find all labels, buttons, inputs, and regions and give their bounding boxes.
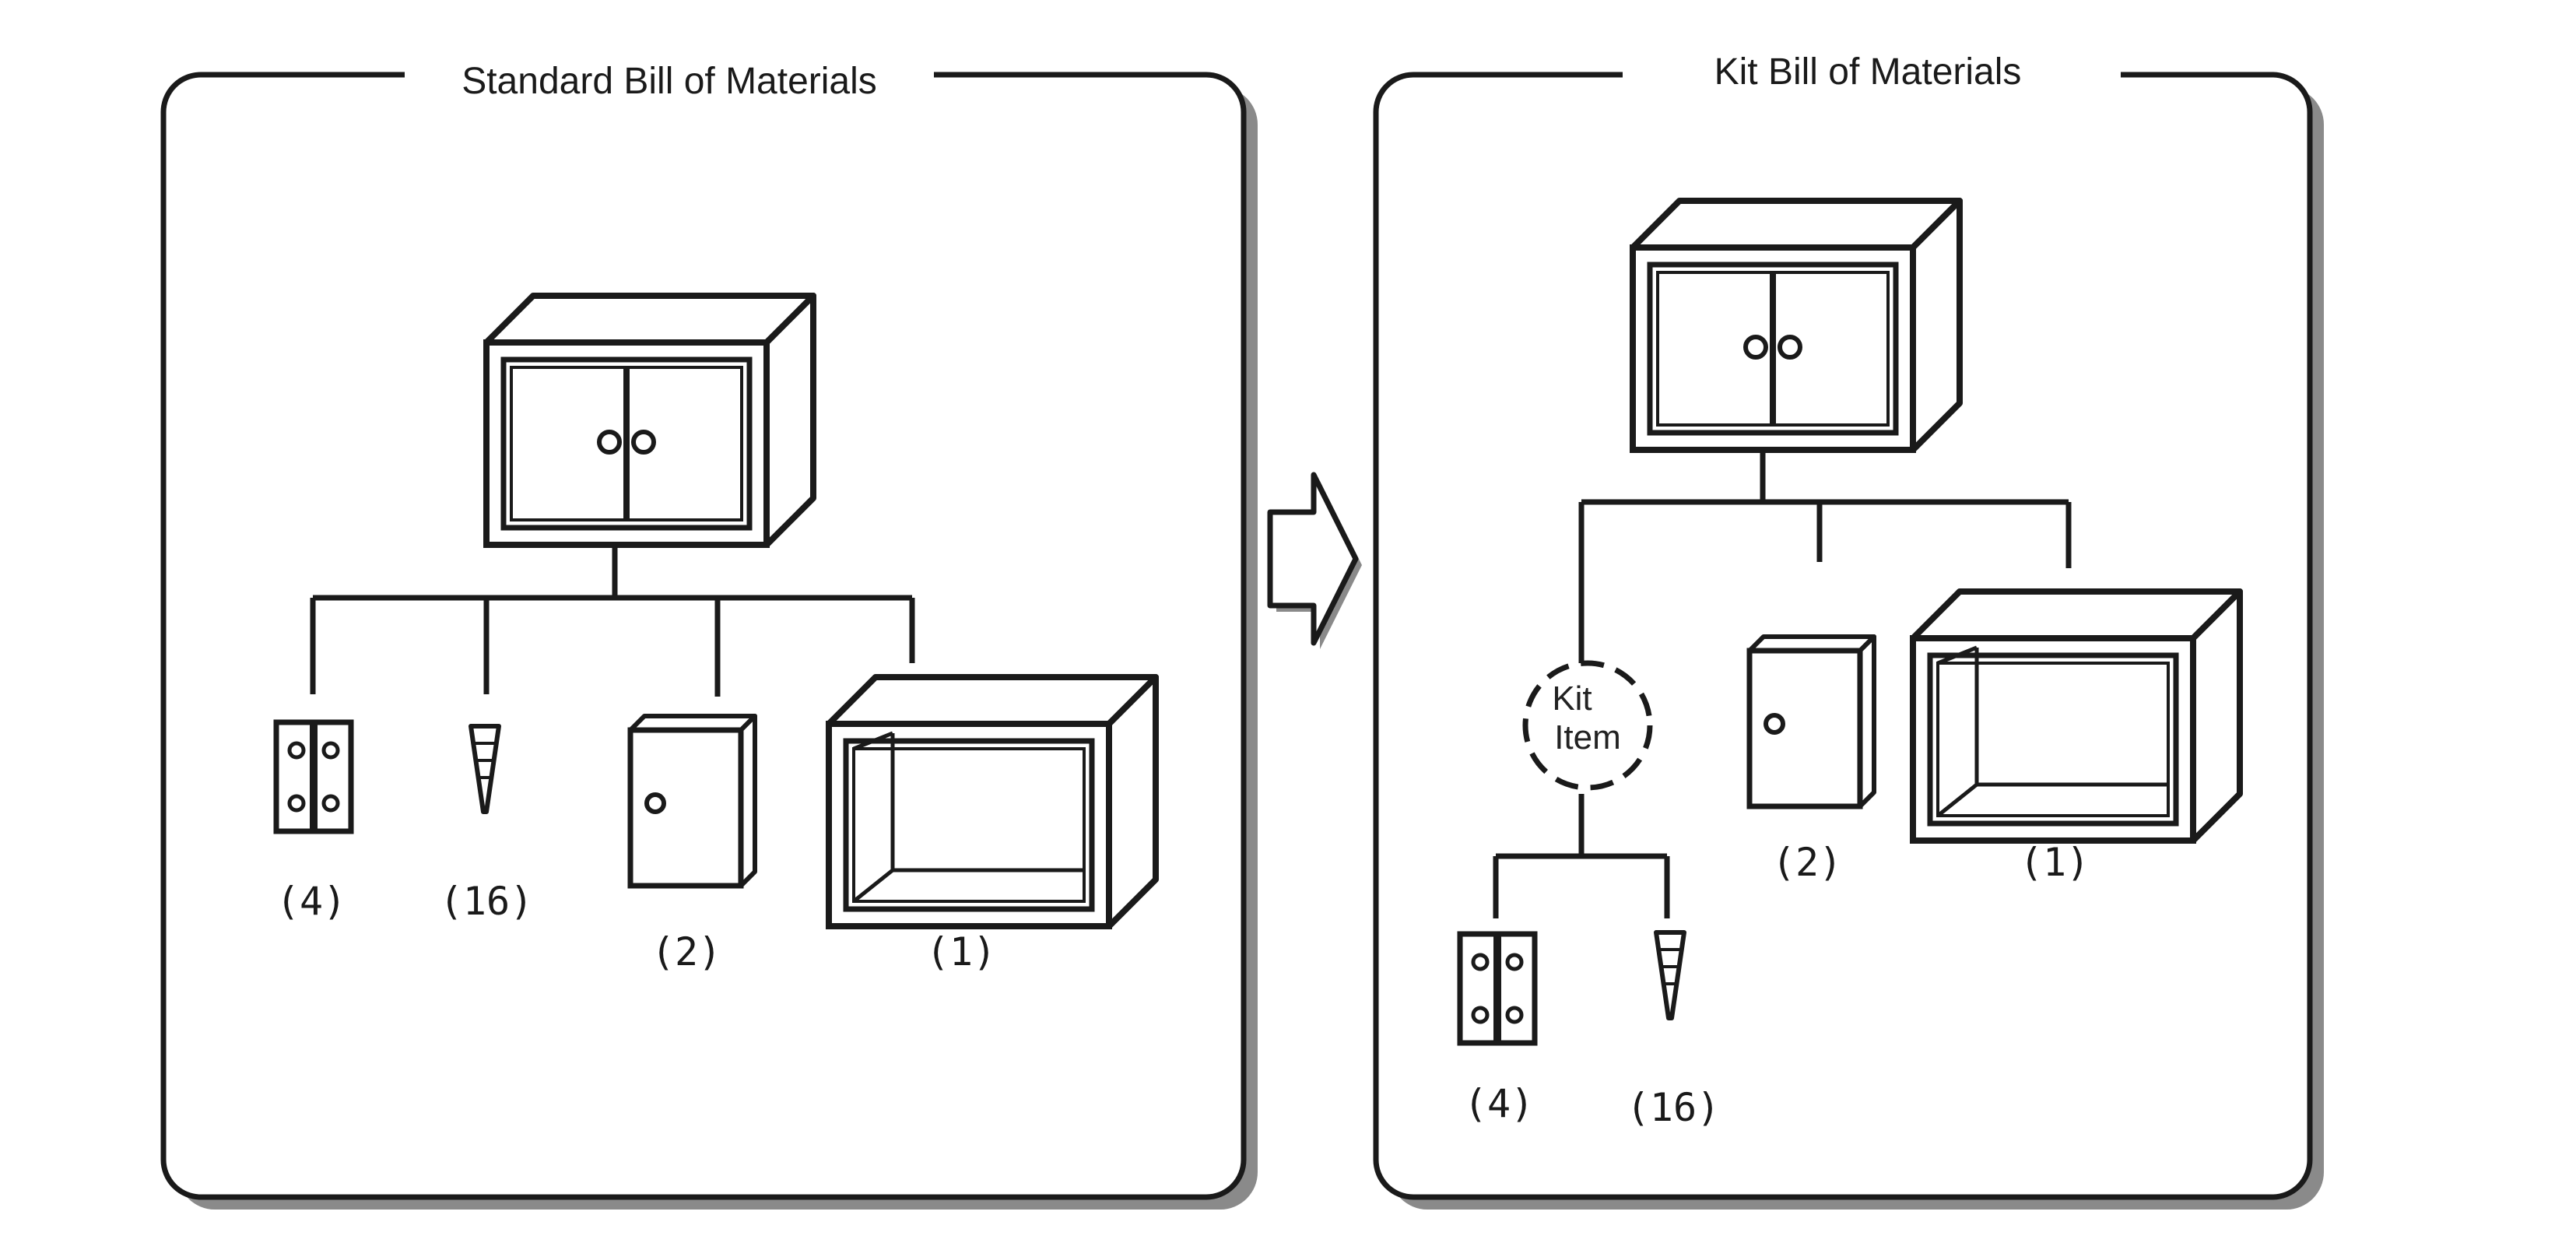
kit-bom-panel: Kit Bill of Materials Kit Item (4) (16) …: [1373, 45, 2324, 1210]
frame-qty: (1): [926, 929, 996, 974]
kit-item-node: Kit Item: [1522, 660, 1653, 791]
transform-arrow-icon: [1267, 472, 1362, 649]
hinge-icon: [1460, 934, 1535, 1043]
bom-tree-lines: [1493, 450, 2072, 918]
parent-cabinet: [1633, 201, 1960, 450]
parent-cabinet: [486, 296, 813, 545]
frame-icon: [829, 677, 1156, 926]
panel-frame: [160, 72, 1247, 1200]
frame-qty: (1): [2020, 840, 2090, 885]
door-icon: [630, 716, 755, 886]
kit-item-circle: [1522, 660, 1653, 791]
hinge-qty: (4): [1464, 1081, 1534, 1126]
door-icon: [1750, 637, 1874, 806]
standard-bom-panel: Standard Bill of Materials (4) (16) (2) …: [160, 54, 1258, 1210]
frame-icon: [1913, 592, 2240, 841]
hinge-icon: [276, 722, 351, 831]
standard-bom-title: Standard Bill of Materials: [462, 61, 877, 102]
screw-qty: (16): [440, 879, 533, 924]
kit-item-label-line1: Kit: [1552, 679, 1592, 718]
bom-tree-lines: [310, 545, 915, 697]
kit-bom-title: Kit Bill of Materials: [1714, 51, 2022, 93]
screw-qty: (16): [1627, 1085, 1720, 1130]
hinge-qty: (4): [276, 879, 346, 924]
door-qty: (2): [1772, 840, 1842, 885]
kit-item-label-line2: Item: [1554, 718, 1621, 757]
door-qty: (2): [651, 929, 721, 974]
